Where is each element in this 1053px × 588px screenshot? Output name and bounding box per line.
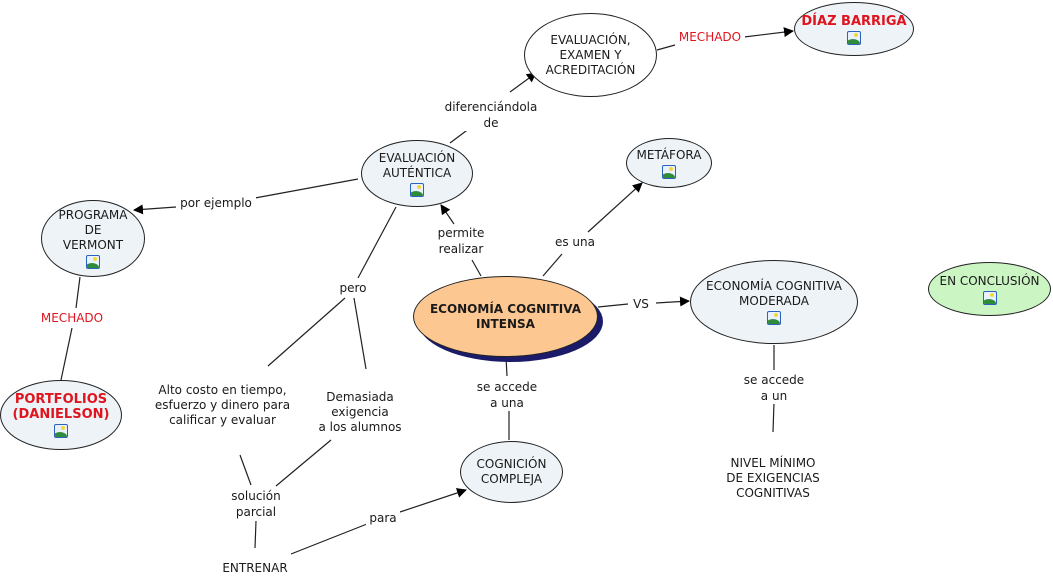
node-label: DÍAZ BARRIGA	[801, 13, 907, 29]
node-metafora[interactable]: METÁFORA	[626, 138, 712, 188]
line-main-permite	[471, 259, 482, 277]
image-icon[interactable]	[54, 424, 68, 438]
line-examen-mechado	[656, 44, 676, 51]
link-mechado-left[interactable]: MECHADO	[36, 310, 108, 326]
arrow-to-moderada	[655, 296, 690, 307]
link-diferenciandola[interactable]: diferenciándola de	[438, 99, 544, 131]
arrow-to-autentica	[440, 204, 455, 225]
line-se-accede-nivel	[772, 401, 775, 433]
node-label: METÁFORA	[636, 147, 702, 162]
image-icon[interactable]	[982, 290, 997, 305]
link-mechado-top[interactable]: MECHADO	[675, 29, 745, 45]
node-portfolios-danielson[interactable]: PORTFOLIOS (DANIELSON)	[0, 380, 122, 450]
line-vermont-mechado	[75, 276, 81, 309]
node-label: ECONOMÍA COGNITIVA MODERADA	[706, 279, 842, 308]
link-se-accede-a-una[interactable]: se accede a una	[470, 379, 544, 411]
arrow-to-vermont	[133, 204, 177, 215]
link-solucion-parcial[interactable]: solución parcial	[222, 488, 290, 520]
arrow-to-cognicion	[399, 488, 467, 513]
node-en-conclusion[interactable]: EN CONCLUSIÓN	[928, 262, 1051, 316]
line-mechado-portfolios	[60, 327, 73, 381]
line-main-vs	[597, 303, 629, 308]
link-vs[interactable]: VS	[628, 296, 654, 312]
node-label: PORTFOLIOS (DANIELSON)	[12, 392, 110, 422]
image-icon[interactable]	[767, 311, 781, 325]
line-pero-demasiada	[353, 297, 367, 370]
image-icon[interactable]	[410, 182, 424, 197]
link-para[interactable]: para	[366, 510, 400, 526]
node-cognicion-compleja[interactable]: COGNICIÓN COMPLEJA	[460, 441, 563, 503]
arrow-to-metafora	[587, 182, 643, 233]
line-autentica-pero	[357, 206, 397, 279]
line-pero-alto-costo	[267, 297, 346, 367]
concept-nivel-minimo[interactable]: NIVEL MÍNIMO DE EXIGENCIAS COGNITIVAS	[726, 456, 820, 500]
link-se-accede-a-un[interactable]: se accede a un	[737, 372, 811, 404]
node-label: PROGRAMA DE VERMONT	[58, 208, 128, 252]
node-label: EVALUACIÓN, EXAMEN Y ACREDITACIÓN	[545, 32, 636, 77]
node-label: ECONOMÍA COGNITIVA INTENSA	[429, 301, 582, 331]
arrow-to-evaluacion-examen	[509, 72, 537, 93]
line-autentica-por-ejemplo	[254, 178, 359, 199]
node-economia-cognitiva-intensa[interactable]: ECONOMÍA COGNITIVA INTENSA	[413, 276, 598, 357]
node-label: COGNICIÓN COMPLEJA	[476, 457, 547, 486]
arrow-to-diaz-barriga	[743, 27, 794, 38]
node-evaluacion-examen-acreditacion[interactable]: EVALUACIÓN, EXAMEN Y ACREDITACIÓN	[524, 13, 657, 97]
node-programa-vermont[interactable]: PROGRAMA DE VERMONT	[41, 200, 145, 277]
node-evaluacion-autentica[interactable]: EVALUACIÓN AUTÉNTICA	[361, 140, 473, 207]
concept-alto-costo[interactable]: Alto costo en tiempo, esfuerzo y dinero …	[154, 383, 291, 427]
node-label: EVALUACIÓN AUTÉNTICA	[378, 150, 456, 180]
line-main-se-accede	[505, 356, 508, 377]
concept-entrenar[interactable]: ENTRENAR	[222, 561, 288, 575]
line-alto-costo-solucion	[239, 454, 252, 486]
link-es-una[interactable]: es una	[550, 234, 600, 250]
concept-demasiada-exigencia[interactable]: Demasiada exigencia a los alumnos	[318, 390, 402, 434]
link-por-ejemplo[interactable]: por ejemplo	[176, 195, 256, 211]
node-economia-cognitiva-moderada[interactable]: ECONOMÍA COGNITIVA MODERADA	[690, 260, 858, 344]
line-entrenar-para	[290, 523, 368, 555]
node-diaz-barriga[interactable]: DÍAZ BARRIGA	[794, 2, 914, 56]
node-label: EN CONCLUSIÓN	[939, 273, 1040, 288]
line-demasiada-solucion	[275, 439, 332, 487]
line-main-es-una	[542, 253, 563, 277]
image-icon[interactable]	[662, 164, 676, 179]
link-permite-realizar[interactable]: permite realizar	[432, 225, 490, 257]
image-icon[interactable]	[847, 30, 861, 45]
link-pero[interactable]: pero	[334, 280, 372, 296]
line-solucion-entrenar	[254, 520, 257, 549]
image-icon[interactable]	[86, 255, 100, 269]
